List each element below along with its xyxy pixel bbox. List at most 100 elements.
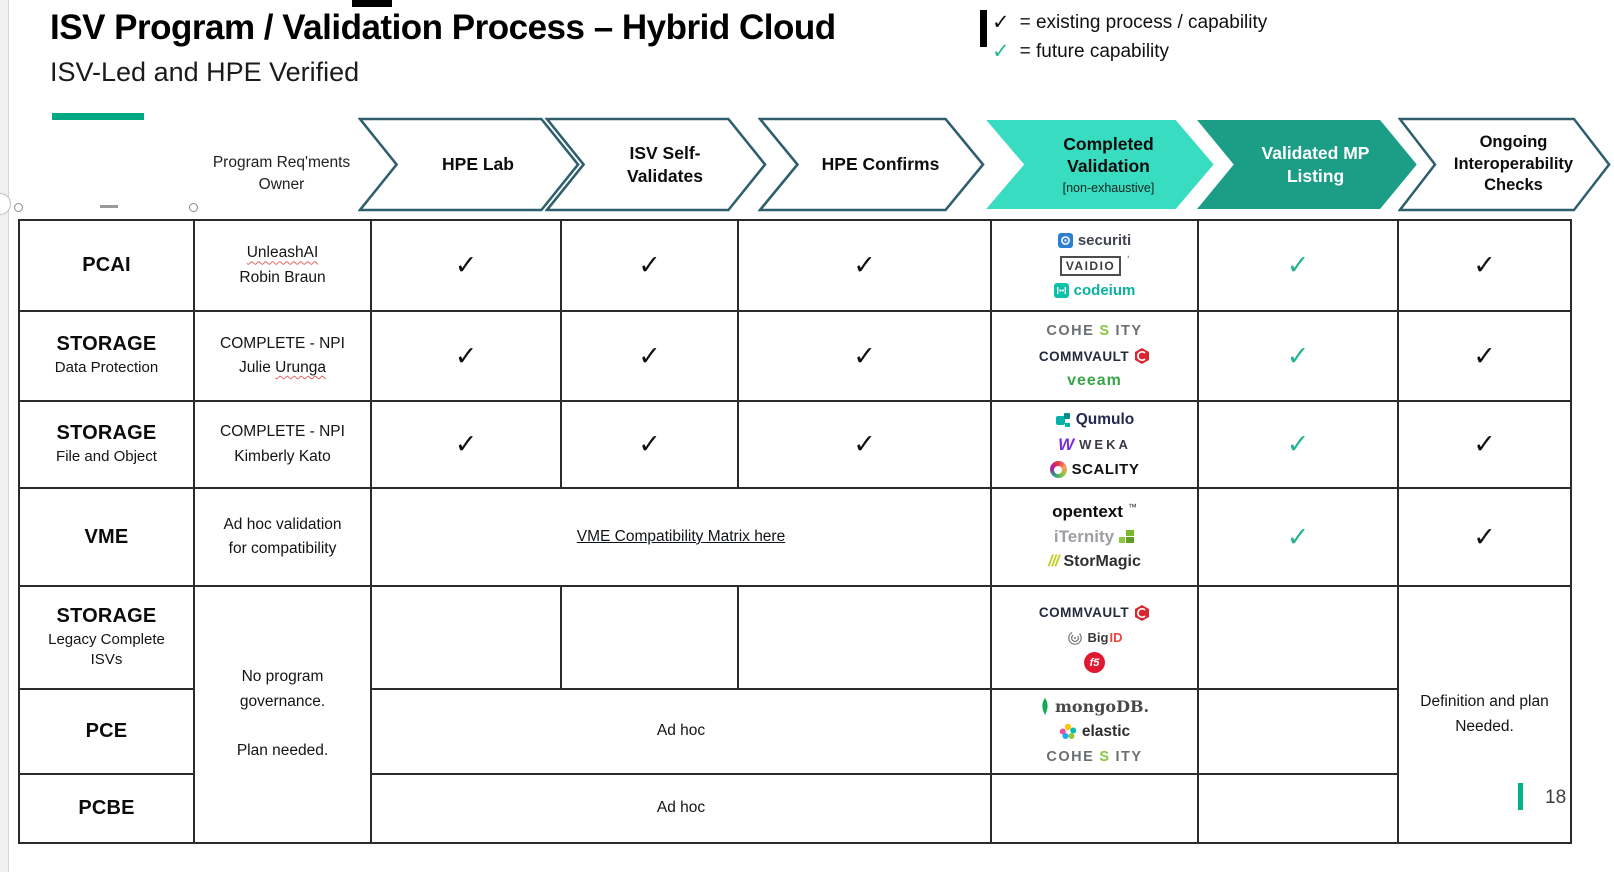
scality-icon — [1049, 461, 1067, 478]
codeium-icon — [1053, 283, 1069, 298]
logo-text: ITY — [1115, 748, 1143, 765]
logo-text: mongoDB. — [1054, 697, 1150, 716]
logo-commvault: COMMVAULT — [1039, 602, 1150, 623]
check-existing-icon: ✓ — [638, 429, 661, 459]
category-label: PCAI — [82, 254, 131, 276]
owner-line2: for compatibility — [228, 540, 337, 557]
logo-text: elastic — [1081, 722, 1131, 740]
cell-vme-completed-validation: opentext ™ iTernity /// StorMagic — [992, 489, 1199, 587]
chevron-label: HPE Lab — [442, 154, 514, 175]
cell-category-storage-legacy: STORAGE Legacy Complete ISVs — [20, 587, 195, 690]
legend-existing-label: = existing process / capability — [1019, 11, 1268, 33]
logo-weka: W WEKA — [1058, 434, 1131, 455]
chevron-shape — [758, 117, 985, 212]
screen-artifact-bar — [980, 10, 987, 47]
cell-category-pce: PCE — [20, 690, 195, 775]
chevron-label: Completed Validation[non-exhaustive] — [1016, 117, 1201, 212]
logo-text: COMMVAULT — [1038, 605, 1130, 620]
selection-handle-arc — [0, 193, 11, 215]
ad-hoc-text: Ad hoc — [656, 722, 706, 740]
logo-f5: f5 — [1083, 652, 1105, 673]
check-existing-icon: ✓ — [454, 429, 478, 459]
cell-pcbe-ad-hoc: Ad hoc — [372, 775, 992, 842]
cell-definition-plan-needed: Definition and plan Needed. — [1399, 587, 1570, 842]
category-label: STORAGE — [56, 604, 157, 627]
cell-pcbe-completed-validation-empty — [992, 775, 1199, 842]
cell-storage-dp-hpe-lab: ✓ — [372, 312, 562, 402]
cell-storage-fo-isv-self: ✓ — [562, 402, 739, 489]
qumulo-icon — [1055, 412, 1070, 427]
owner-line2: Julie — [238, 359, 271, 376]
chevron-shape — [1193, 117, 1420, 212]
chevron-shape — [982, 117, 1217, 212]
logo-mongodb: mongoDB. — [1040, 696, 1149, 717]
logo-text: securiti — [1077, 232, 1132, 249]
check-existing-icon: ✓ — [853, 250, 876, 280]
definition-needed-text: Definition and plan Needed. — [1420, 692, 1549, 735]
validation-table: PCAI UnleashAI Robin Braun ✓ ✓ ✓ securit… — [18, 219, 1572, 844]
cell-storage-dp-ongoing: ✓ — [1399, 312, 1570, 402]
logo-vaidio: VAIDIO ʹ — [1059, 255, 1129, 276]
cell-pcai-ongoing: ✓ — [1399, 221, 1570, 312]
f5-icon: f5 — [1083, 652, 1105, 673]
cell-storage-legacy-hpe-confirms-empty — [739, 587, 992, 690]
ad-hoc-text: Ad hoc — [656, 799, 706, 817]
cell-category-pcbe: PCBE — [20, 775, 195, 842]
cell-storage-fo-validated-mp: ✓ — [1199, 402, 1399, 489]
logo-text: codeium — [1073, 282, 1136, 299]
stormagic-icon: /// — [1048, 553, 1059, 570]
cell-owner-storage-dp: COMPLETE - NPI Julie Urunga — [195, 312, 372, 402]
logo-iternity: iTernity — [1054, 527, 1135, 548]
selection-handle-dash — [100, 205, 118, 208]
cell-pcai-hpe-confirms: ✓ — [739, 221, 992, 312]
logo-securiti: securiti — [1057, 230, 1132, 251]
logo-text-red: ID — [1109, 630, 1123, 645]
trademark-mark: ™ — [1127, 501, 1137, 512]
selection-handle — [189, 203, 198, 212]
logo-text: Big — [1087, 630, 1109, 645]
cell-pcai-hpe-lab: ✓ — [372, 221, 562, 312]
cell-owner-vme: Ad hoc validation for compatibility — [195, 489, 372, 587]
logo-text: COHE — [1046, 748, 1095, 765]
cell-vme-ongoing: ✓ — [1399, 489, 1570, 587]
cell-storage-legacy-hpe-lab-empty — [372, 587, 562, 690]
selection-handle — [14, 203, 23, 212]
legend-future-label: = future capability — [1019, 40, 1170, 62]
owner-line1: COMPLETE - NPI — [220, 334, 345, 352]
check-future-icon: ✓ — [1286, 340, 1310, 371]
vme-compatibility-matrix-link[interactable]: VME Compatibility Matrix here — [576, 528, 786, 545]
cell-storage-dp-hpe-confirms: ✓ — [739, 312, 992, 402]
logo-text: StorMagic — [1063, 553, 1141, 570]
chevron-label-text: Completed Validation — [1063, 133, 1154, 177]
logo-text: COMMVAULT — [1038, 348, 1130, 364]
hpe-green-accent-bar — [52, 113, 144, 120]
cell-storage-fo-ongoing: ✓ — [1399, 402, 1570, 489]
cell-category-storage-dp: STORAGE Data Protection — [20, 312, 195, 402]
legend: ✓ = existing process / capability ✓ = fu… — [992, 8, 1267, 66]
category-sublabel: Legacy Complete ISVs — [48, 630, 165, 668]
check-future-icon: ✓ — [1286, 521, 1310, 552]
cell-category-storage-fo: STORAGE File and Object — [20, 402, 195, 489]
category-sublabel: File and Object — [56, 447, 157, 465]
category-label: STORAGE — [56, 333, 157, 356]
check-future-icon: ✓ — [1286, 429, 1310, 459]
logo-text-green-s: S — [1099, 323, 1111, 339]
cell-pcai-completed-validation: securiti VAIDIO ʹ codeium — [992, 221, 1199, 312]
check-icon-green: ✓ — [992, 40, 1010, 63]
logo-codeium: codeium — [1053, 280, 1136, 301]
check-existing-icon: ✓ — [1473, 250, 1496, 280]
owner-line1: COMPLETE - NPI — [220, 423, 345, 441]
logo-text: WEKA — [1079, 437, 1131, 452]
chevron-label: Ongoing Interoperability Checks — [1453, 133, 1574, 195]
fingerprint-icon — [1067, 630, 1082, 645]
cell-storage-dp-isv-self: ✓ — [562, 312, 739, 402]
cell-storage-fo-hpe-lab: ✓ — [372, 402, 562, 489]
elastic-icon — [1059, 723, 1077, 739]
logo-elastic: elastic — [1059, 721, 1130, 742]
check-existing-icon: ✓ — [853, 429, 876, 459]
cell-pce-ad-hoc: Ad hoc — [372, 690, 992, 775]
